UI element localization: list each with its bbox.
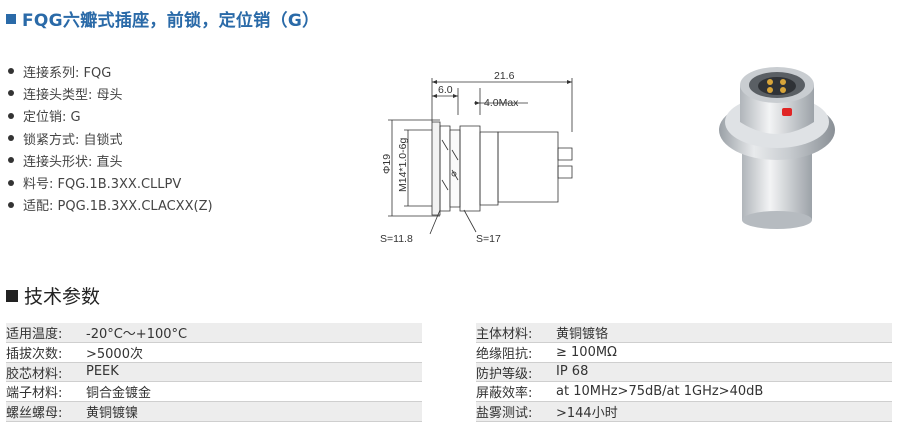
connector-photo (719, 67, 835, 229)
dim-front-label: 6.0 (438, 84, 453, 96)
tech-table-right: 主体材料:黄铜镀铬 绝缘阻抗:≥ 100MΩ 防护等级:IP 68 屏蔽效率:a… (476, 323, 892, 422)
table-row: 主体材料:黄铜镀铬 (476, 323, 892, 343)
dim-diameter-label: Φ19 (381, 154, 393, 174)
table-row: 螺丝螺母:黄铜镀镍 (6, 402, 422, 422)
table-row: 端子材料:铜合金镀金 (6, 382, 422, 403)
dot-bullet-icon (8, 68, 14, 75)
list-item: 定位销: G (8, 105, 213, 127)
technical-drawing: 21.6 6.0 4.0Max Φ19 M14*1.0-6g S=11.8 S=… (380, 70, 573, 245)
tech-section-title: 技术参数 (6, 282, 100, 309)
list-item: 连接头形状: 直头 (8, 149, 213, 171)
s-left-label: S=11.8 (380, 233, 413, 245)
table-row: 绝缘阻抗:≥ 100MΩ (476, 342, 892, 363)
tech-table-left: 适用温度:-20°C～+100°C 插拔次数:>5000次 胶芯材料:PEEK … (6, 323, 422, 422)
dot-bullet-icon (8, 135, 14, 142)
table-row: 防护等级:IP 68 (476, 362, 892, 383)
dot-bullet-icon (8, 201, 14, 208)
dot-bullet-icon (8, 90, 14, 97)
dim-thread-label: M14*1.0-6g (397, 138, 409, 192)
list-item: 适配: PQG.1B.3XX.CLACXX(Z) (8, 194, 213, 216)
table-row: 盐雾测试:>144小时 (476, 402, 892, 422)
page-title-text: FQG六瓣式插座，前锁，定位销（G） (22, 11, 320, 31)
dot-bullet-icon (8, 112, 14, 119)
table-row: 插拔次数:>5000次 (6, 342, 422, 363)
square-bullet-icon (6, 14, 16, 24)
list-item: 连接头类型: 母头 (8, 82, 213, 104)
list-item: 连接系列: FQG (8, 60, 213, 82)
table-row: 胶芯材料:PEEK (6, 362, 422, 383)
table-row: 适用温度:-20°C～+100°C (6, 323, 422, 343)
dot-bullet-icon (8, 179, 14, 186)
dim-total-label: 21.6 (494, 70, 515, 82)
dim-max-label: 4.0Max (484, 97, 519, 109)
table-row: 屏蔽效率:at 10MHz>75dB/at 1GHz>40dB (476, 382, 892, 403)
spec-list: 连接系列: FQG 连接头类型: 母头 定位销: G 锁紧方式: 自锁式 连接头… (8, 60, 213, 216)
dot-bullet-icon (8, 157, 14, 164)
list-item: 料号: FQG.1B.3XX.CLLPV (8, 171, 213, 193)
s-right-label: S=17 (476, 233, 501, 245)
list-item: 锁紧方式: 自锁式 (8, 127, 213, 149)
square-bullet-icon (6, 289, 18, 302)
page-title: FQG六瓣式插座，前锁，定位销（G） (6, 6, 319, 31)
tech-section-title-text: 技术参数 (24, 286, 101, 308)
